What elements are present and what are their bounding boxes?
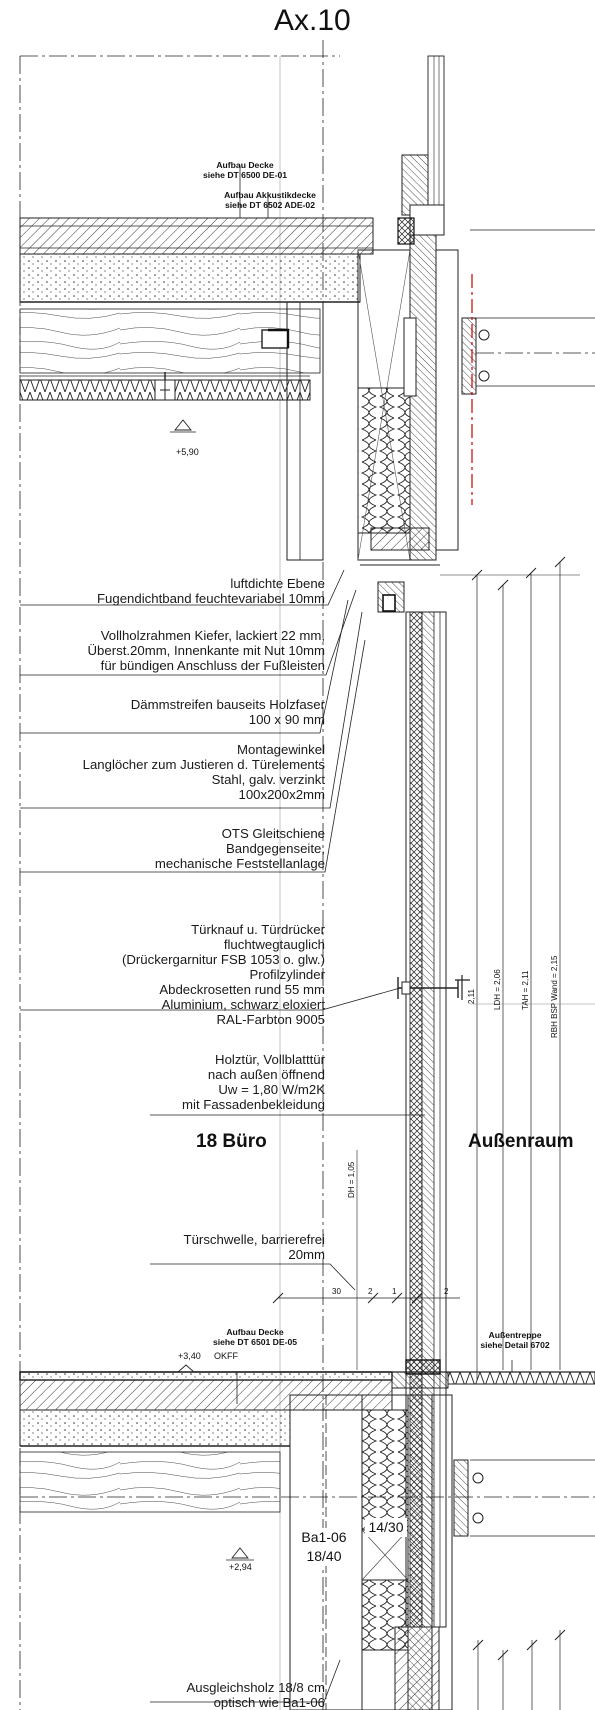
beam-label: Ba1-06 18/40 [294,1528,354,1566]
room-inside: 18 Büro [196,1131,267,1152]
annotation-door-hardware: Türknauf u. Türdrücker fluchtwegtauglich… [121,922,325,1027]
dim-25: 2 [368,1287,373,1296]
annotation-threshold: Türschwelle, barrierefrei 20mm [183,1232,325,1262]
annotation-sliding-rail: OTS Gleitschiene Bandgegenseite, mechani… [154,826,325,871]
axis-label: Ax.10 [274,4,351,37]
annotation-airtight-layer: luftdichte Ebene Fugendichtband feuchtev… [97,576,325,606]
dim-rbh: RBH BSP Wand = 2,15 [550,955,559,1039]
ref-deck-top: Aufbau Decke siehe DT 6500 DE-01 [202,160,288,180]
annotation-door-leaf: Holztür, Vollblatttür nach außen öffnend… [182,1052,325,1112]
level-floor: +3,40 [178,1351,201,1361]
dim-15: 1 [392,1287,397,1296]
ref-exterior-stair: Außentreppe siehe Detail 6702 [480,1330,550,1350]
ref-acoustic-ceiling: Aufbau Akkustikdecke siehe DT 6502 ADE-0… [224,190,316,210]
annotation-mounting-bracket: Montagewinkel Langlöcher zum Justieren d… [82,742,325,802]
room-outside: Außenraum [468,1131,574,1152]
dim-ldh: LDH = 2,06 [493,969,502,1010]
dim-21: 2 [444,1287,449,1296]
annotation-insulation-strip: Dämmstreifen bauseits Holzfaser 100 x 90… [130,697,325,727]
annotation-compensation-timber: Ausgleichsholz 18/8 cm optisch wie Ba1-0… [186,1680,325,1710]
level-floor-ref: OKFF [214,1351,238,1361]
post-label: 14/30 [365,1518,407,1537]
level-lower: +2,94 [229,1562,252,1572]
annotation-timber-frame: Vollholzrahmen Kiefer, lackiert 22 mm, Ü… [87,628,325,673]
ref-deck-floor: Aufbau Decke siehe DT 6501 DE-05 [212,1327,298,1347]
dim-tah: TAH = 2,11 [521,970,530,1011]
level-ceiling: +5,90 [176,447,199,457]
dim-308: 30 [332,1287,341,1296]
dim-211: 2,11 [467,989,476,1004]
dim-dh: DH = 1,05 [347,1161,356,1198]
